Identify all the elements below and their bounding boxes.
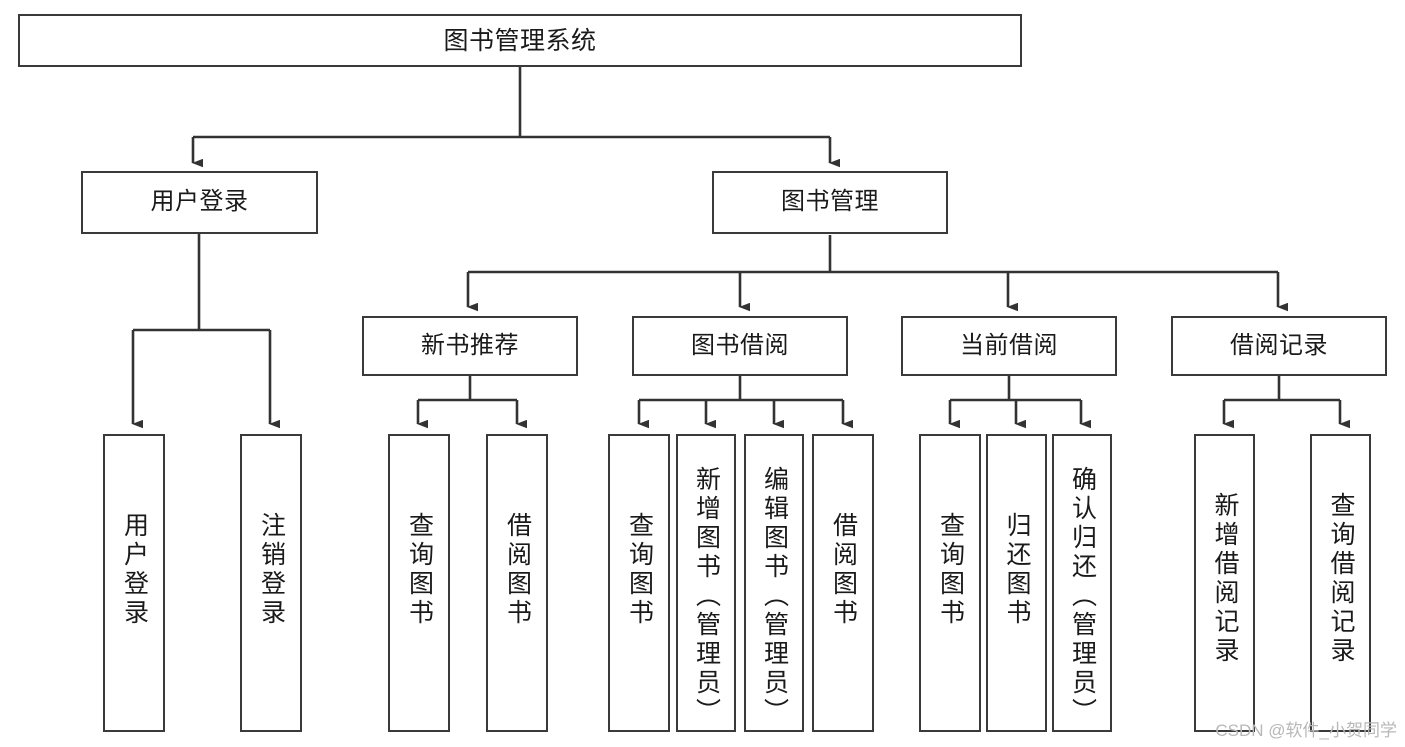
leaf-current-return-book[interactable]: 归还图书 — [986, 434, 1047, 732]
node-book-borrow[interactable]: 图书借阅 — [632, 316, 848, 376]
leaf-borrow-add-book-label: 新增图书（管理员） — [692, 466, 721, 727]
node-new-book-recommend[interactable]: 新书推荐 — [362, 316, 578, 376]
leaf-current-query-book[interactable]: 查询图书 — [919, 434, 981, 732]
leaf-current-confirm-return-label: 确认归还（管理员） — [1068, 466, 1097, 727]
leaf-borrow-borrow-book-label: 借阅图书 — [829, 512, 858, 628]
leaf-record-add-record[interactable]: 新增借阅记录 — [1194, 434, 1255, 732]
node-current-borrow[interactable]: 当前借阅 — [901, 316, 1117, 376]
node-book-borrow-label: 图书借阅 — [691, 331, 789, 359]
node-borrow-record-label: 借阅记录 — [1230, 331, 1328, 359]
node-user-login[interactable]: 用户登录 — [81, 171, 318, 234]
leaf-record-query-record[interactable]: 查询借阅记录 — [1310, 434, 1371, 732]
leaf-borrow-edit-book[interactable]: 编辑图书（管理员） — [744, 434, 804, 732]
node-root-system[interactable]: 图书管理系统 — [18, 14, 1022, 67]
leaf-borrow-query-book-label: 查询图书 — [625, 512, 654, 628]
leaf-recommend-borrow-book[interactable]: 借阅图书 — [486, 434, 548, 732]
node-current-borrow-label: 当前借阅 — [960, 331, 1058, 359]
leaf-user-login-login-label: 用户登录 — [120, 512, 149, 628]
leaf-user-login-login[interactable]: 用户登录 — [103, 434, 165, 732]
node-root-system-label: 图书管理系统 — [443, 26, 597, 55]
leaf-recommend-borrow-book-label: 借阅图书 — [503, 512, 532, 628]
csdn-watermark: CSDN @软件_小贺同学 — [1215, 721, 1397, 740]
leaf-borrow-edit-book-label: 编辑图书（管理员） — [760, 466, 789, 727]
leaf-current-return-book-label: 归还图书 — [1003, 512, 1031, 628]
node-book-management-label: 图书管理 — [781, 188, 879, 216]
leaf-user-login-logout-label: 注销登录 — [257, 512, 286, 628]
node-user-login-label: 用户登录 — [150, 188, 249, 216]
leaf-current-confirm-return[interactable]: 确认归还（管理员） — [1052, 434, 1112, 732]
leaf-record-query-record-label: 查询借阅记录 — [1327, 492, 1355, 666]
leaf-user-login-logout[interactable]: 注销登录 — [240, 434, 302, 732]
leaf-borrow-add-book[interactable]: 新增图书（管理员） — [676, 434, 736, 732]
leaf-recommend-query-book-label: 查询图书 — [405, 512, 434, 628]
leaf-borrow-borrow-book[interactable]: 借阅图书 — [812, 434, 874, 732]
leaf-recommend-query-book[interactable]: 查询图书 — [388, 434, 450, 732]
node-new-book-recommend-label: 新书推荐 — [421, 331, 519, 359]
node-borrow-record[interactable]: 借阅记录 — [1171, 316, 1387, 376]
leaf-record-add-record-label: 新增借阅记录 — [1211, 492, 1239, 666]
leaf-borrow-query-book[interactable]: 查询图书 — [608, 434, 670, 732]
leaf-current-query-book-label: 查询图书 — [936, 512, 965, 628]
node-book-management[interactable]: 图书管理 — [712, 171, 948, 234]
